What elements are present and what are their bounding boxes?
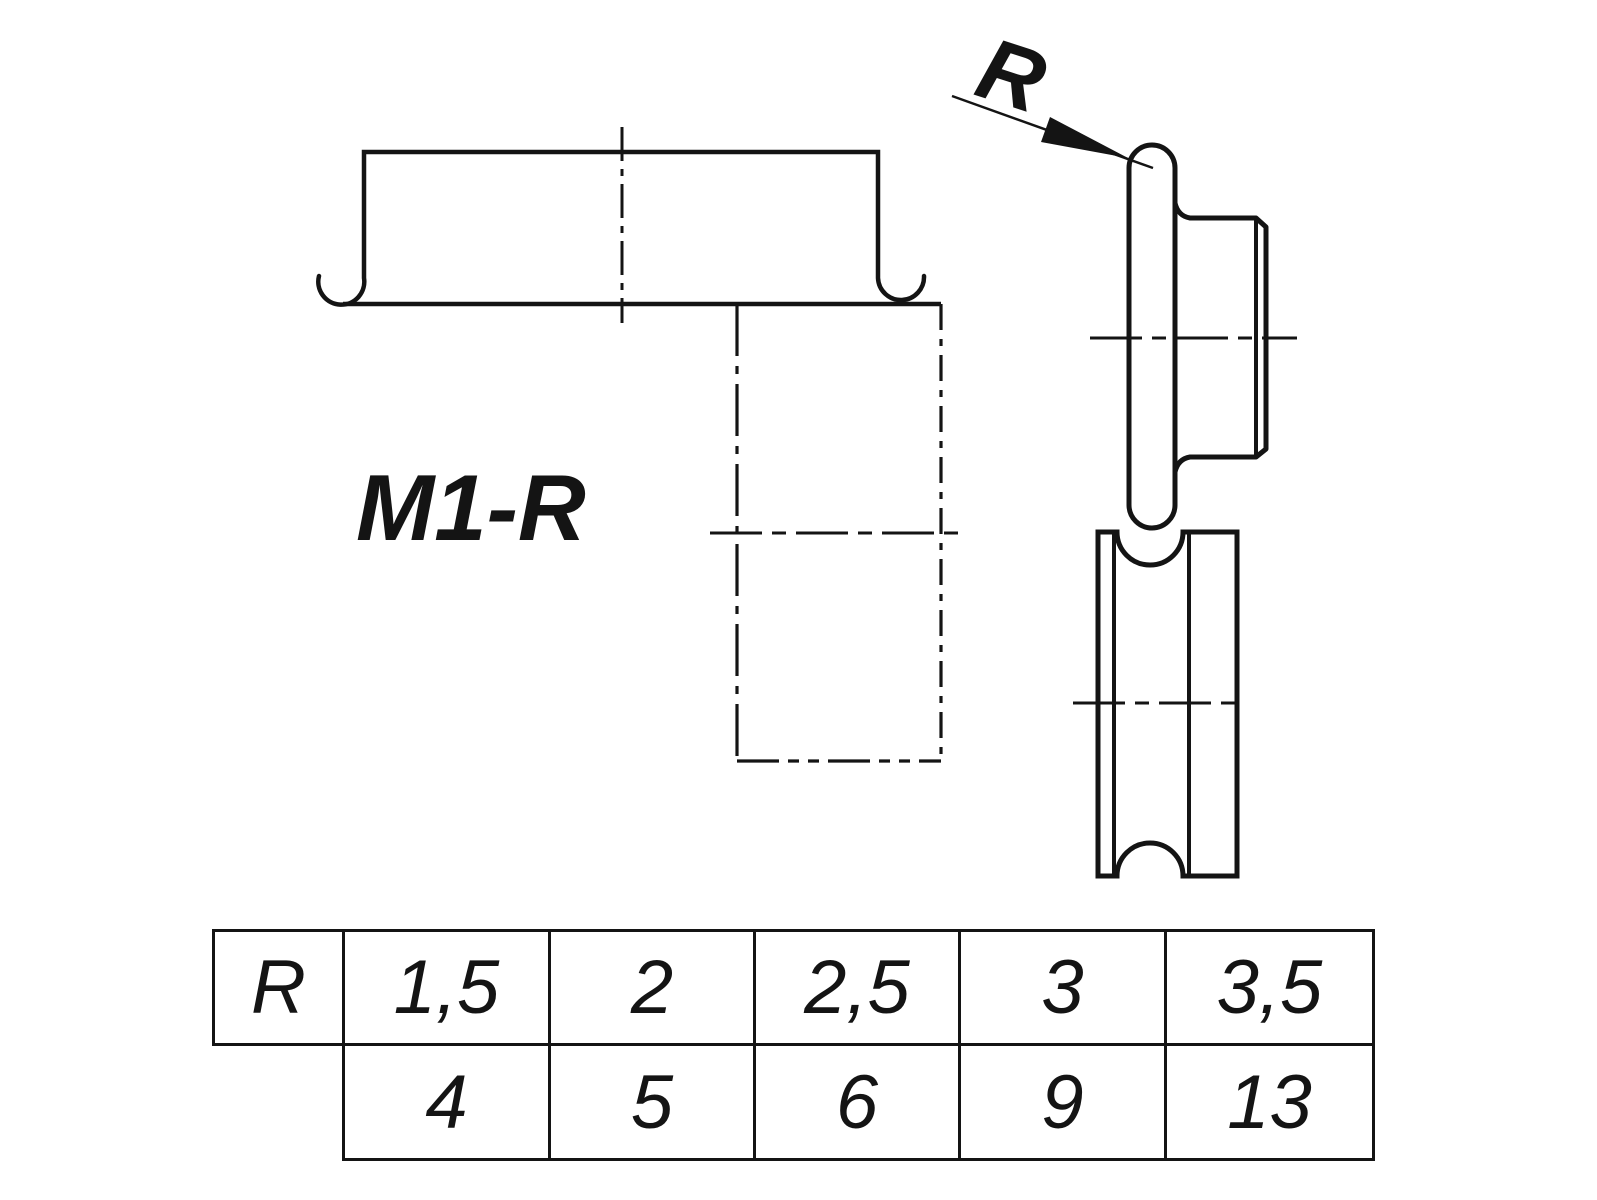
- table-cell-r10: 13: [1164, 1043, 1375, 1161]
- radius-label: R: [966, 18, 1057, 132]
- table-cell-r7: 5: [548, 1043, 756, 1161]
- top-view-outline: [316, 149, 927, 307]
- table-row-1: R 1,5 2 2,5 3 3,5: [212, 929, 1375, 1046]
- flange-capsule-outline: [1126, 142, 1178, 531]
- table-cell-r6: 4: [342, 1043, 551, 1161]
- front-view-grooved-roller: [1073, 529, 1240, 879]
- table-cell-r5: 3,5: [1164, 929, 1375, 1046]
- roller-outline: [1095, 529, 1240, 879]
- radius-options-table: R 1,5 2 2,5 3 3,5 4 5 6 9 13: [212, 929, 1375, 1161]
- side-view-flanged-roll: [1090, 142, 1297, 531]
- table-cell-r3: 2,5: [753, 929, 961, 1046]
- table-cell-r4: 3: [958, 929, 1167, 1046]
- table-cell-r8: 6: [753, 1043, 961, 1161]
- table-cell-r2: 2: [548, 929, 756, 1046]
- model-label: M1-R: [356, 455, 586, 560]
- top-view-roll-profile: [316, 127, 941, 323]
- table-cell-r9: 9: [958, 1043, 1167, 1161]
- hidden-shank-outline: [710, 304, 963, 763]
- table-cell-r1: 1,5: [342, 929, 551, 1046]
- radius-callout: R: [951, 18, 1154, 170]
- radius-arrowhead: [1041, 117, 1128, 158]
- table-cell-blank: [213, 1043, 345, 1160]
- table-cell-r-header: R: [212, 929, 345, 1046]
- table-row-2: 4 5 6 9 13: [213, 1043, 1375, 1161]
